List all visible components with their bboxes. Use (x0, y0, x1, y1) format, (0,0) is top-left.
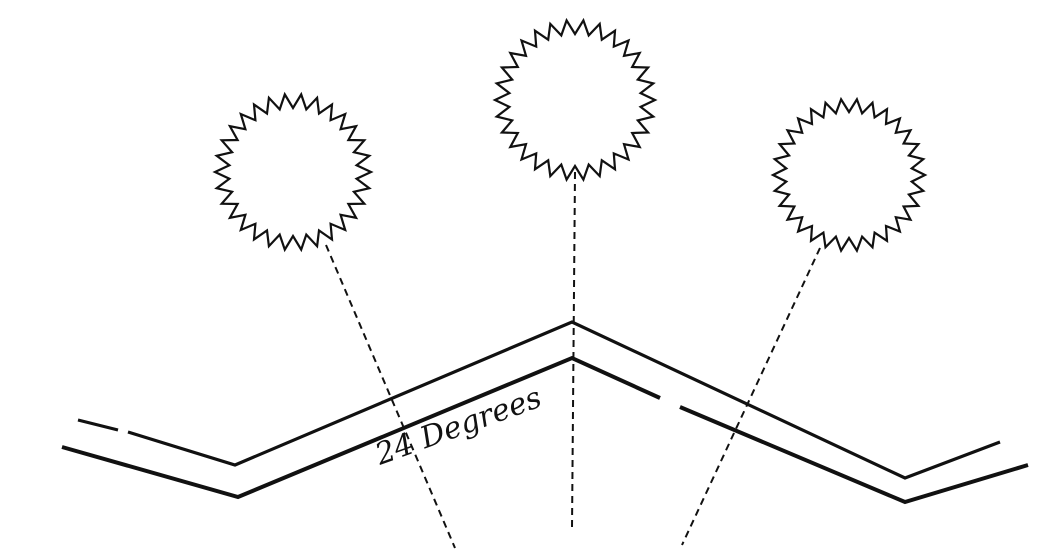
angle-label: 24 Degrees (370, 380, 546, 473)
ray-right (681, 247, 821, 546)
sun-burst-center-icon (492, 17, 658, 183)
surface-upper-line (77, 320, 1001, 480)
surface-lower-line (61, 355, 1029, 505)
sun-burst-left-icon (212, 91, 374, 253)
ray-center (571, 171, 576, 529)
sun-burst-right-icon (770, 96, 928, 254)
ray-left (325, 244, 456, 549)
